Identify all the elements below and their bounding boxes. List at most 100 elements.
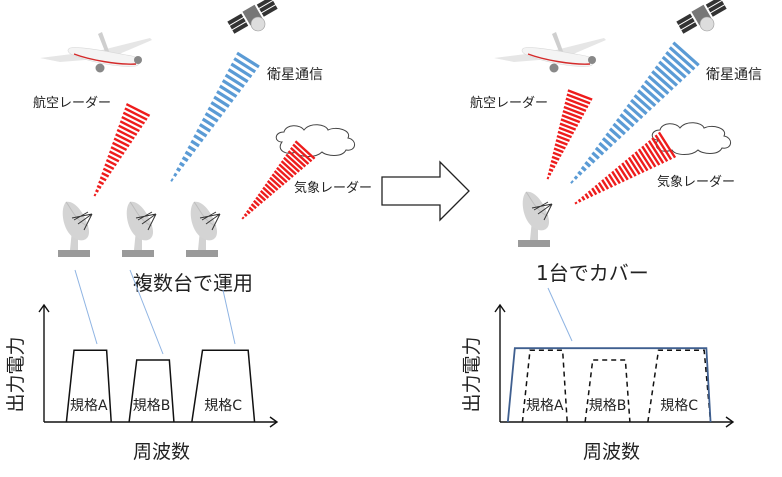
beam-segment: [289, 146, 310, 165]
beam-segment: [601, 137, 613, 148]
x-axis-arrow-icon: [269, 416, 279, 428]
beam-segment: [201, 117, 215, 128]
aviation-radar-beam: [93, 103, 151, 197]
beam-segment: [574, 201, 578, 205]
beam-segment: [627, 156, 641, 175]
beam-segment: [631, 154, 645, 174]
beam-segment: [283, 156, 301, 173]
beam-segment: [562, 109, 583, 120]
spectrum-band: [128, 359, 175, 423]
spectrum-band: [65, 349, 112, 423]
label-satellite-comm: 衛星通信: [267, 67, 323, 83]
band-label: 規格A: [526, 398, 564, 414]
beam-segment: [173, 172, 178, 177]
beam-segment: [640, 84, 661, 103]
beam-segment: [125, 103, 151, 117]
beam-segment: [243, 213, 248, 217]
beam-segment: [204, 112, 219, 123]
satellite-comm-beam: [570, 41, 700, 184]
airplane-icon: [493, 31, 607, 74]
beam-segment: [248, 206, 254, 212]
beam-segment: [264, 183, 276, 194]
label-weather-radar: 気象レーダー: [657, 174, 735, 190]
beam-segment: [233, 57, 257, 74]
beam-segment: [273, 170, 288, 184]
beam-segment: [193, 134, 204, 143]
beam-segment: [278, 163, 294, 178]
beam-segment: [95, 189, 99, 193]
beam-segment: [210, 101, 227, 113]
antenna-icon: [121, 201, 157, 258]
beam-segment: [621, 162, 633, 179]
satellite-icon: [675, 0, 728, 35]
beam-segment: [591, 187, 598, 196]
antenna-icon: [57, 201, 93, 258]
leader-line: [547, 287, 573, 342]
label-weather-radar: 気象レーダー: [294, 180, 372, 196]
beam-segment: [181, 156, 189, 163]
beam-segment: [637, 89, 657, 107]
leader-line: [222, 289, 236, 345]
beam-segment: [250, 203, 257, 210]
beam-segment: [604, 176, 614, 188]
x-axis-label: 周波数: [583, 441, 640, 463]
beam-segment: [292, 143, 313, 163]
beam-segment: [556, 134, 570, 143]
beam-segment: [584, 193, 590, 199]
satellite-comm-beam: [170, 51, 260, 182]
beam-segment: [612, 122, 626, 136]
caption-multiple-units: 複数台で運用: [133, 271, 253, 295]
y-axis-label: 出力電力: [461, 336, 483, 412]
beam-segment: [672, 41, 700, 67]
beam-segment: [566, 93, 591, 105]
beam-segment: [601, 179, 610, 190]
beam-segment: [271, 173, 285, 186]
leader-line: [74, 269, 98, 345]
beam-segment: [587, 190, 594, 198]
beam-segment: [651, 70, 674, 91]
beam-segment: [630, 98, 648, 116]
caption-single-unit: 1台でカバー: [536, 261, 649, 285]
beam-segment: [605, 132, 618, 144]
beam-segment: [176, 167, 182, 173]
beam-segment: [287, 150, 307, 168]
beam-segment: [266, 180, 279, 191]
beam-segment: [597, 181, 606, 192]
beam-segment: [624, 159, 637, 177]
beam-segment: [557, 130, 572, 139]
beam-segment: [584, 161, 592, 168]
beam-segment: [644, 142, 661, 166]
beam-segment: [236, 51, 260, 69]
beam-segment: [573, 175, 579, 180]
spectrum-band: [647, 349, 712, 423]
beam-segment: [216, 90, 234, 103]
envelope-spectrum: [506, 347, 712, 423]
beam-segment: [665, 51, 692, 75]
beam-segment: [170, 178, 174, 182]
beam-segment: [668, 46, 696, 71]
beam-segment: [547, 172, 552, 176]
beam-segment: [178, 161, 185, 168]
beam-segment: [594, 184, 602, 194]
beam-segment: [622, 108, 639, 124]
beam-segment: [124, 107, 148, 121]
beam-segment: [269, 176, 282, 189]
beam-segment: [550, 159, 558, 165]
aviation-radar-beam: [546, 89, 593, 180]
beam-segment: [560, 118, 579, 128]
beam-segment: [93, 193, 97, 197]
beam-segment: [594, 146, 605, 156]
beam-segment: [218, 84, 238, 98]
beam-segment: [96, 184, 102, 189]
beam-segment: [617, 165, 629, 181]
beam-segment: [98, 180, 105, 186]
beam-segment: [641, 145, 657, 168]
beam-segment: [598, 141, 609, 152]
beam-segment: [647, 74, 670, 95]
beam-segment: [107, 154, 120, 163]
beam-segment: [104, 163, 115, 170]
